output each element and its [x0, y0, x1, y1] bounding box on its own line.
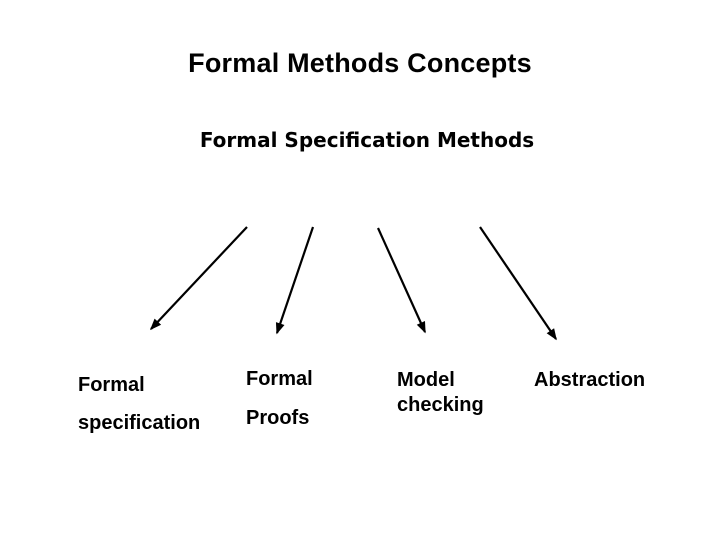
label-line: checking — [397, 394, 484, 416]
label-line: specification — [78, 412, 201, 434]
slide-subtitle: Formal Specification Methods — [199, 128, 535, 152]
arrow-line — [479, 226, 557, 341]
arrow-line — [376, 227, 427, 334]
concept-label-model-checking: Model checking — [397, 370, 484, 415]
label-line: Proofs — [246, 407, 310, 429]
arrow-line — [275, 226, 315, 335]
concept-label-formal-specification: Formal specification — [78, 375, 200, 433]
concept-label-abstraction: Abstraction — [534, 370, 645, 390]
label-line: Model — [397, 369, 455, 391]
label-line: Formal — [246, 368, 313, 390]
concept-label-formal-proofs: Formal Proofs — [246, 369, 313, 428]
slide-title: Formal Methods Concepts — [188, 48, 532, 78]
label-line: Abstraction — [534, 369, 646, 391]
arrow-line — [149, 226, 248, 331]
label-line: Formal — [78, 374, 145, 396]
